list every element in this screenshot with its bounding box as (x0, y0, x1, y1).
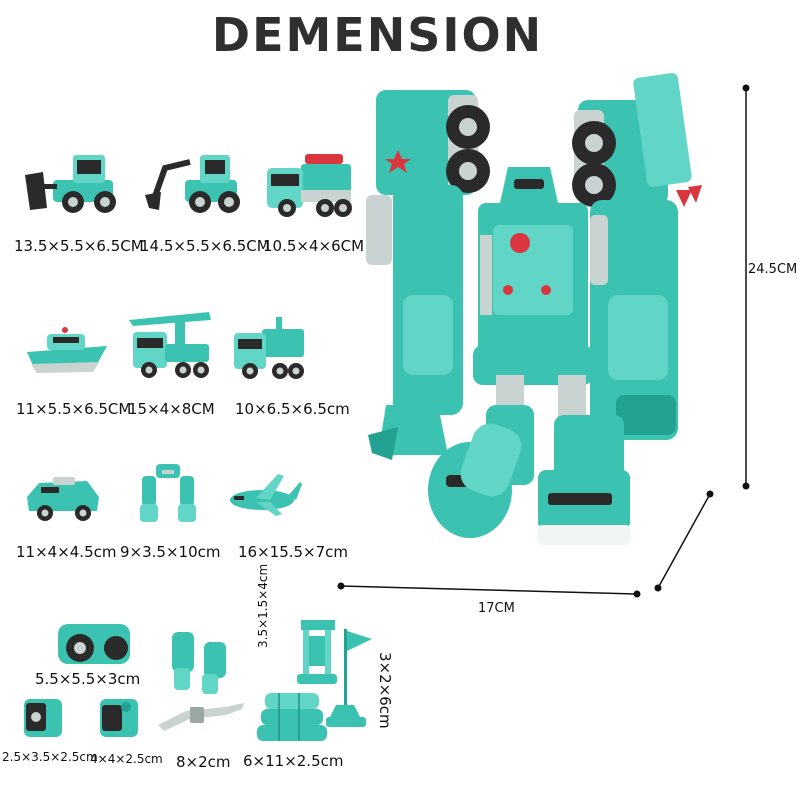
sign-post-image (297, 620, 337, 684)
accessory-size-small-block-left: 2.5×3.5×2.5cm (2, 750, 98, 764)
depth-dimension-line (654, 490, 714, 592)
airplane-image (230, 474, 302, 516)
vehicle-size-bulldozer: 13.5×5.5×6.5CM (14, 237, 144, 255)
excavator-image (145, 155, 240, 213)
accessory-size-small-block-right: 4×4×2.5cm (90, 752, 163, 766)
accessory-size-barrier-bags: 6×11×2.5cm (243, 752, 344, 770)
vehicle-size-airplane: 16×15.5×7cm (238, 543, 349, 561)
accessory-size-weapon: 8×2cm (176, 753, 231, 771)
fire-truck-image (234, 317, 304, 379)
flag-image (326, 629, 372, 727)
accessory-size-wheel-block: 5.5×5.5×3cm (35, 670, 141, 688)
crane-truck-image (129, 312, 211, 378)
accessory-size-sign-post-text: 3.5×1.5×4cm (256, 563, 270, 648)
width-dimension-line (337, 582, 641, 598)
robot-height-label: 24.5CM (748, 262, 798, 277)
small-block-left-image (24, 699, 62, 737)
vehicle-size-fire-truck: 10×6.5×6.5cm (235, 400, 350, 418)
armored-car-image (27, 477, 99, 521)
robot-arms-image (140, 464, 196, 522)
height-dimension-line (742, 84, 750, 490)
vehicle-size-armored-car: 11×4×4.5cm (16, 543, 117, 561)
vehicle-size-boat: 11×5.5×6.5CM (16, 400, 132, 418)
robot-hands-image (172, 632, 226, 694)
vehicle-size-rocket-truck: 10.5×4×6CM (263, 237, 365, 255)
assembled-robot-image (366, 73, 702, 545)
page-title: DEMENSION (211, 8, 544, 62)
robot-width-label: 17CM (478, 601, 515, 616)
accessory-size-flag: 3×2×6cm (376, 652, 394, 729)
vehicle-size-robot-arms: 9×3.5×10cm (120, 543, 221, 561)
vehicle-size-excavator: 14.5×5.5×6.5CM (140, 237, 270, 255)
rocket-truck-image (267, 154, 352, 217)
small-block-right-image (100, 699, 138, 737)
barrier-bags-image (257, 693, 327, 741)
weapon-image (158, 703, 244, 731)
boat-image (27, 327, 107, 373)
vehicle-size-crane-truck: 15×4×8CM (128, 400, 215, 418)
wheel-block-image (58, 624, 130, 664)
bulldozer-image (25, 155, 116, 213)
